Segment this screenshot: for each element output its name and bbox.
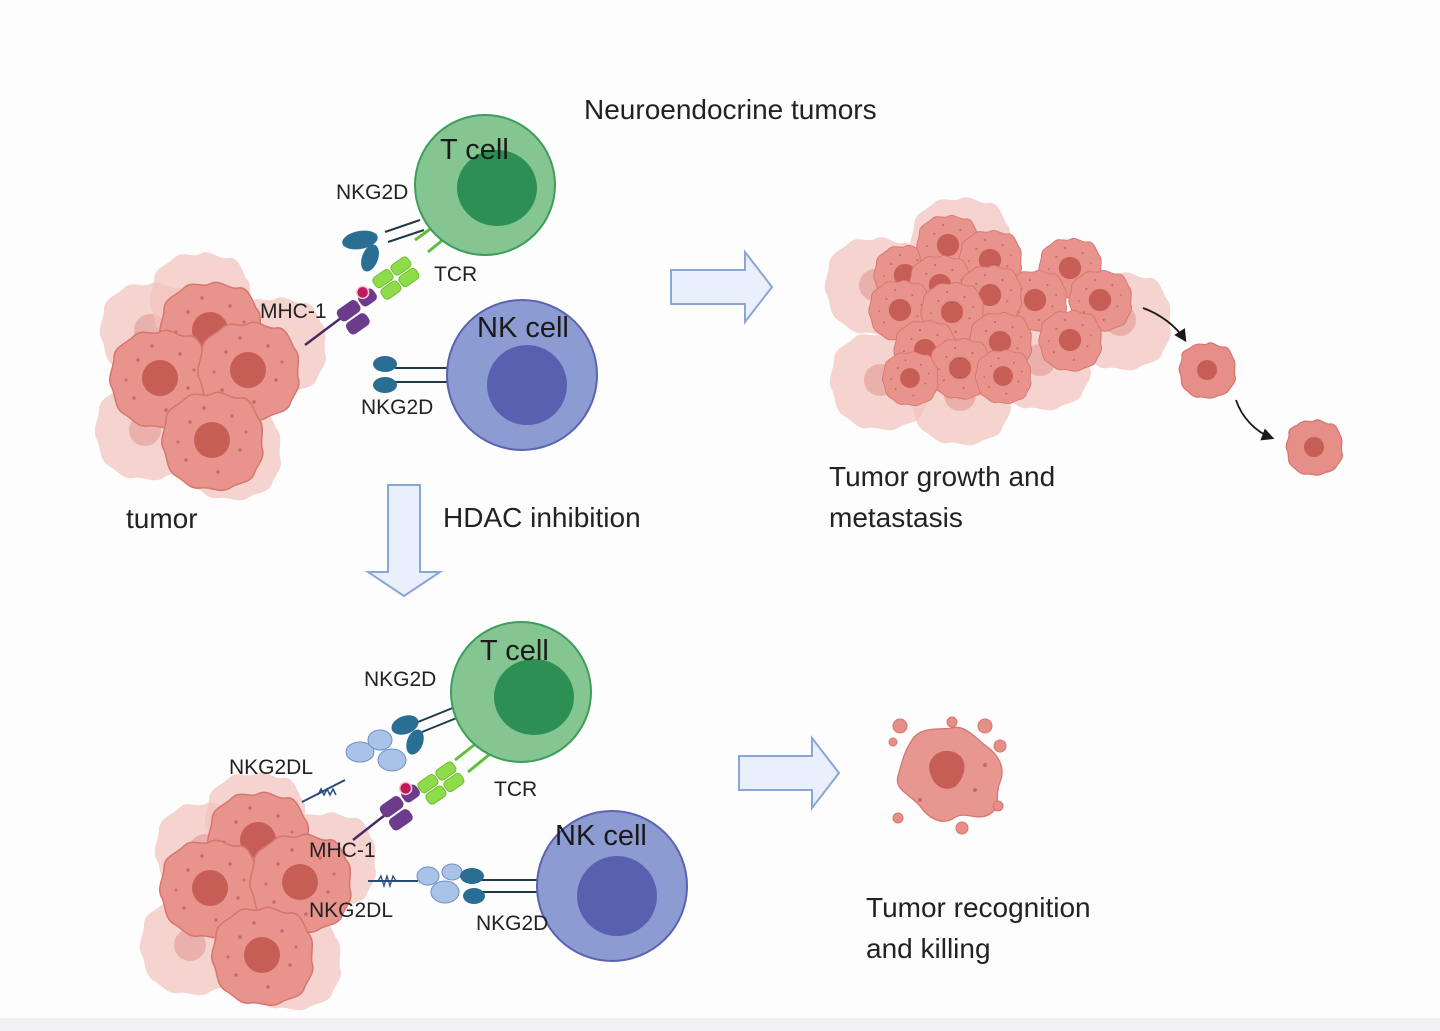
bottom-nkg2d-nk-label: NKG2D bbox=[476, 912, 549, 935]
bottom-nkg2dl-label-1: NKG2DL bbox=[229, 756, 314, 779]
top-tcr-label: TCR bbox=[434, 263, 478, 286]
bottom-nk-cell-label: NK cell bbox=[555, 820, 647, 852]
top-mhc-1 bbox=[304, 285, 377, 346]
bottom-nkg2d-t-label: NKG2D bbox=[364, 668, 437, 691]
top-nk-cell-label: NK cell bbox=[477, 312, 569, 344]
top-nk-cell bbox=[446, 299, 598, 451]
bottom-right-arrow bbox=[738, 735, 841, 811]
top-tcr bbox=[372, 220, 451, 300]
top-nkg2d-nk-receptor bbox=[373, 356, 450, 393]
top-mhc-label: MHC-1 bbox=[260, 300, 327, 323]
top-nkg2d-t-receptor bbox=[342, 219, 425, 272]
hdac-down-arrow bbox=[364, 484, 444, 598]
bottom-tumor-cluster bbox=[139, 772, 376, 1011]
bottom-tcr-label: TCR bbox=[494, 778, 538, 801]
bottom-mhc-1 bbox=[352, 781, 420, 841]
bottom-tcr bbox=[417, 740, 491, 805]
growing-tumor-mass bbox=[824, 197, 1171, 446]
top-tumor-cluster bbox=[94, 252, 326, 501]
bottom-mhc-label: MHC-1 bbox=[309, 839, 376, 862]
bottom-t-cell-label: T cell bbox=[480, 635, 549, 667]
bottom-outcome-line-1: Tumor recognition bbox=[866, 892, 1091, 923]
tumor-label: tumor bbox=[126, 503, 198, 534]
top-nkg2d-t-label: NKG2D bbox=[336, 181, 409, 204]
bottom-nkg2dl-ligand-2 bbox=[368, 863, 463, 904]
bottom-nkg2dl-label-2: NKG2DL bbox=[309, 899, 394, 922]
hdac-inhibition-label: HDAC inhibition bbox=[443, 502, 641, 533]
bottom-strip bbox=[0, 1018, 1440, 1031]
bottom-outcome-line-2: and killing bbox=[866, 933, 991, 964]
bottom-nk-cell bbox=[536, 810, 688, 962]
top-outcome-line-1: Tumor growth and bbox=[829, 461, 1056, 492]
bottom-nkg2d-nk-receptor bbox=[460, 868, 540, 904]
killed-tumor-debris bbox=[888, 716, 1007, 835]
top-t-cell bbox=[414, 114, 556, 256]
top-t-cell-label: T cell bbox=[440, 134, 509, 166]
top-right-arrow bbox=[670, 249, 774, 325]
top-outcome-line-2: metastasis bbox=[829, 502, 963, 533]
diagram-title: Neuroendocrine tumors bbox=[584, 94, 877, 125]
bottom-nkg2d-t-receptor bbox=[391, 704, 465, 755]
bottom-t-cell bbox=[450, 621, 592, 763]
metastasis-cells bbox=[1142, 307, 1344, 476]
top-nkg2d-nk-label: NKG2D bbox=[361, 396, 434, 419]
bottom-nkg2dl-ligand-1 bbox=[301, 729, 407, 803]
